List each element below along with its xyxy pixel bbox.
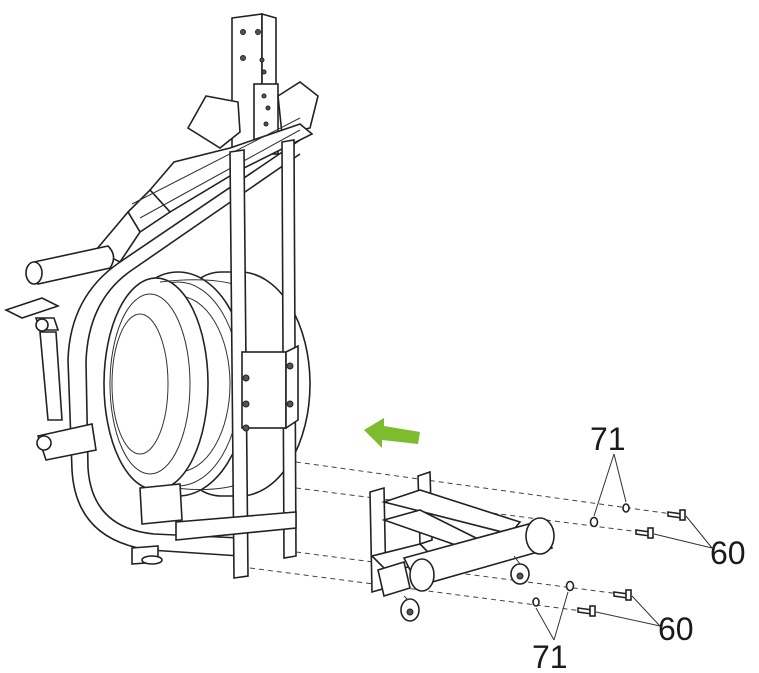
callout-71-bottom: 71: [532, 639, 568, 673]
bolt-upper-right: [667, 509, 686, 521]
leader-lines: [535, 453, 713, 641]
callout-71-top: 71: [590, 421, 626, 457]
front-cage: [131, 139, 299, 579]
callout-60-top: 60: [710, 535, 746, 571]
bolt-upper-left: [635, 527, 654, 539]
handle-bar: [25, 245, 115, 285]
washer-upper-left: [589, 516, 599, 528]
insert-direction-arrow: [364, 418, 420, 448]
front-stabilizer: [369, 470, 555, 622]
washer-lower-left: [532, 597, 540, 607]
washer-upper-right: [622, 503, 630, 513]
rear-bracket: [3, 297, 97, 461]
curved-frame-tube: [67, 139, 301, 557]
bolt-lower-right: [613, 589, 632, 601]
rower-main-frame: [3, 12, 319, 579]
bolt-lower-left: [577, 605, 596, 617]
washer-lower-right: [565, 580, 575, 592]
callout-60-bottom: 60: [658, 611, 694, 647]
hardware: [532, 503, 686, 617]
